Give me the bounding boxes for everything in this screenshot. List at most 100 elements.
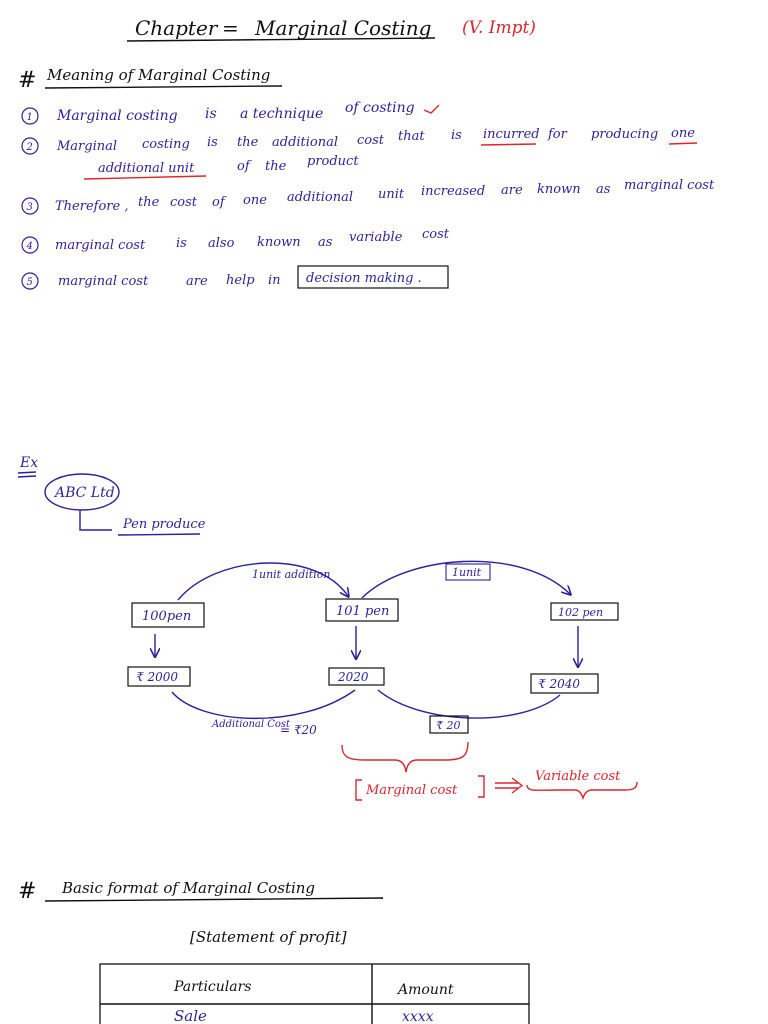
cost-label: ₹ 2000 bbox=[136, 670, 178, 684]
additional-unit-underline bbox=[83, 175, 207, 180]
importance-note: (V. Impt) bbox=[462, 18, 536, 38]
point-text: decision making . bbox=[306, 271, 422, 286]
arc-label: 1unit bbox=[452, 566, 482, 579]
point-text: in bbox=[268, 273, 281, 288]
cost-box bbox=[127, 666, 191, 687]
variable-cost-label: Variable cost bbox=[535, 769, 621, 784]
example-label: Ex bbox=[19, 455, 38, 471]
point-text: help bbox=[226, 273, 255, 288]
node-label: 100pen bbox=[142, 609, 191, 624]
point-text: for bbox=[547, 127, 568, 142]
table-header: Amount bbox=[396, 982, 454, 998]
table-border bbox=[99, 963, 530, 1024]
chapter-word: Chapter bbox=[135, 16, 219, 40]
chapter-subject: Marginal Costing bbox=[254, 16, 431, 40]
company-oval bbox=[44, 473, 120, 511]
difference-label: ₹ 20 bbox=[436, 719, 461, 732]
point-text: Therefore , bbox=[55, 199, 128, 214]
point-text: additional bbox=[272, 135, 338, 150]
point-text: variable bbox=[349, 230, 403, 245]
title-equals: = bbox=[222, 16, 239, 40]
point-text: the bbox=[237, 135, 259, 150]
point-text: marginal cost bbox=[55, 238, 146, 253]
point-text: marginal cost bbox=[624, 178, 715, 193]
node-box bbox=[131, 602, 205, 628]
point-text: one bbox=[243, 193, 267, 208]
arc-label-box bbox=[445, 563, 491, 581]
point-text: additional unit bbox=[98, 161, 195, 176]
point-text: is bbox=[207, 135, 218, 150]
variable-brace bbox=[526, 781, 638, 801]
section-hash: # bbox=[18, 879, 36, 904]
point-text: is bbox=[205, 106, 217, 122]
point-text: known bbox=[257, 235, 301, 250]
section-hash: # bbox=[18, 68, 36, 93]
point-text: are bbox=[501, 183, 523, 198]
bracket-left bbox=[355, 779, 362, 801]
arc-arrow bbox=[177, 562, 348, 601]
implies-arrow-icon bbox=[495, 777, 524, 794]
cost-flow-diagram: 1unit addition 1unit 100pen 101 pen 102 … bbox=[127, 560, 638, 801]
additional-cost-value: = ₹20 bbox=[280, 723, 317, 737]
section-basic-format: # Basic format of Marginal Costing [Stat… bbox=[18, 879, 384, 946]
point-2: 2 Marginal costing is the additional cos… bbox=[21, 126, 698, 180]
arc-label: 1unit addition bbox=[252, 568, 330, 581]
example-underline bbox=[17, 471, 37, 474]
decision-making-box bbox=[297, 265, 449, 289]
point-number: 5 bbox=[27, 277, 33, 288]
point-text: are bbox=[186, 274, 208, 289]
point-5: 5 marginal cost are help in decision mak… bbox=[21, 265, 449, 290]
section-heading-underline bbox=[44, 897, 384, 902]
additional-cost-label: Additional Cost bbox=[211, 719, 291, 730]
cost-box bbox=[328, 667, 385, 686]
point-text: unit bbox=[378, 187, 405, 202]
point-text: producing bbox=[591, 127, 658, 142]
point-text: is bbox=[176, 236, 187, 251]
table-cell: xxxx bbox=[402, 1009, 434, 1024]
point-text: the bbox=[265, 159, 287, 174]
section-heading: Meaning of Marginal Costing bbox=[46, 66, 270, 84]
arc-label-line: 1unit addition bbox=[252, 568, 330, 581]
connector-line bbox=[79, 510, 112, 531]
point-number: 4 bbox=[26, 241, 33, 252]
section-heading: Basic format of Marginal Costing bbox=[61, 879, 315, 897]
cost-box bbox=[530, 673, 599, 694]
point-number-badge bbox=[21, 197, 39, 215]
point-text: increased bbox=[421, 184, 485, 199]
activity-underline bbox=[117, 533, 201, 536]
cost-label: ₹ 2040 bbox=[538, 677, 580, 691]
section-heading-underline bbox=[44, 85, 283, 89]
node-label: 101 pen bbox=[336, 604, 389, 619]
point-text: cost bbox=[170, 195, 198, 210]
point-text: Marginal costing bbox=[56, 108, 178, 124]
node-box bbox=[550, 602, 619, 621]
point-number-badge bbox=[21, 236, 39, 254]
point-1: 1 Marginal costing is a technique of cos… bbox=[21, 100, 440, 125]
incurred-underline bbox=[480, 143, 537, 146]
point-text: also bbox=[208, 236, 235, 251]
point-number: 1 bbox=[27, 112, 33, 123]
arc-arrow bbox=[361, 560, 570, 599]
point-text: additional bbox=[287, 190, 353, 205]
activity-label: Pen produce bbox=[122, 517, 206, 532]
point-number-badge bbox=[21, 137, 39, 155]
point-text: product bbox=[307, 154, 359, 169]
bottom-arc bbox=[377, 689, 561, 719]
chapter-title: Chapter = Marginal Costing (V. Impt) bbox=[126, 16, 536, 42]
profit-statement-table: Particulars Amount Sale xxxx bbox=[99, 963, 530, 1024]
point-text: one bbox=[671, 126, 695, 141]
point-text: of costing bbox=[345, 100, 415, 116]
point-text: of bbox=[212, 195, 227, 210]
point-text: marginal cost bbox=[58, 274, 149, 289]
point-text: known bbox=[537, 182, 581, 197]
point-text: cost bbox=[357, 133, 385, 148]
section-meaning: # Meaning of Marginal Costing bbox=[18, 66, 283, 93]
point-text: Marginal bbox=[56, 139, 117, 154]
point-3: 3 Therefore , the cost of one additional… bbox=[21, 178, 715, 215]
point-number: 2 bbox=[26, 142, 33, 153]
point-number-badge bbox=[21, 272, 39, 290]
table-header: Particulars bbox=[173, 979, 252, 995]
point-text: as bbox=[596, 182, 611, 197]
point-text: costing bbox=[142, 137, 190, 152]
